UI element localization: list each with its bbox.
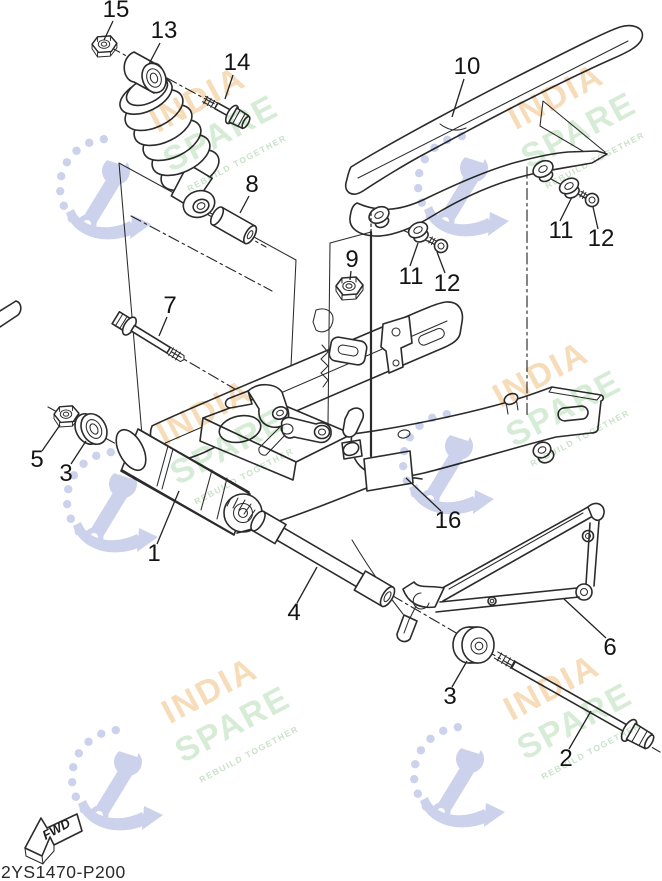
callout-part-11: 11: [398, 263, 424, 290]
callout-part-6: 6: [603, 634, 617, 661]
bearing-part-3-left: [74, 412, 108, 446]
nut-part-9: [335, 276, 364, 301]
nut-part-15: [91, 35, 118, 58]
roller-part-3-bottom: [452, 626, 495, 664]
callout-part-3: 3: [59, 460, 73, 487]
axle-bolt-part-2: [493, 651, 655, 750]
link-finger: [224, 390, 253, 409]
shaft-part-4: [250, 510, 396, 608]
guard-bracket: [380, 315, 413, 374]
callout-part-9: 9: [345, 246, 359, 273]
callout-part-2: 2: [559, 745, 573, 772]
callout-part-11: 11: [548, 217, 574, 244]
brake-plate: [328, 336, 368, 366]
callout-part-8: 8: [245, 171, 259, 198]
swingarm-part-1: [0, 300, 605, 615]
callout-part-4: 4: [287, 599, 301, 626]
pin-boss: [503, 392, 519, 415]
shock-absorber-part: [91, 35, 220, 219]
bolt-part-14: [202, 95, 251, 130]
callout-part-1: 1: [147, 540, 161, 567]
screw-part-12-left: [427, 236, 449, 254]
callout-part-10: 10: [453, 53, 481, 80]
chain-guard-part-10: [344, 24, 644, 237]
collar-part-11-right: [558, 177, 580, 199]
collar-part-8: [209, 206, 258, 245]
shock-bottom-eye: [182, 189, 216, 219]
fwd-arrow: [24, 813, 83, 865]
callout-part-15: 15: [102, 0, 130, 23]
callout-part-12: 12: [433, 270, 461, 297]
callout-part-5: 5: [30, 446, 44, 473]
callout-part-12: 12: [587, 225, 615, 252]
callout-part-7: 7: [163, 292, 177, 319]
callout-part-16: 16: [434, 507, 462, 534]
guard-grommet-left: [368, 205, 390, 229]
reference-panel-middle: [327, 166, 528, 458]
drawing-part-code: 2YS1470-P200: [1, 862, 126, 881]
callout-part-3: 3: [443, 683, 457, 710]
shock-top-mount-part-13: [123, 51, 167, 94]
pivot-tube: [115, 428, 263, 536]
screw-part-12-right: [578, 190, 600, 208]
callout-part-13: 13: [150, 17, 178, 44]
guard-grommet-right: [532, 159, 554, 183]
chain-guide-part-6: [396, 502, 605, 643]
callout-part-14: 14: [223, 49, 251, 76]
small-collar-under-arm: [532, 441, 555, 464]
bolt-part-7: [111, 310, 185, 363]
